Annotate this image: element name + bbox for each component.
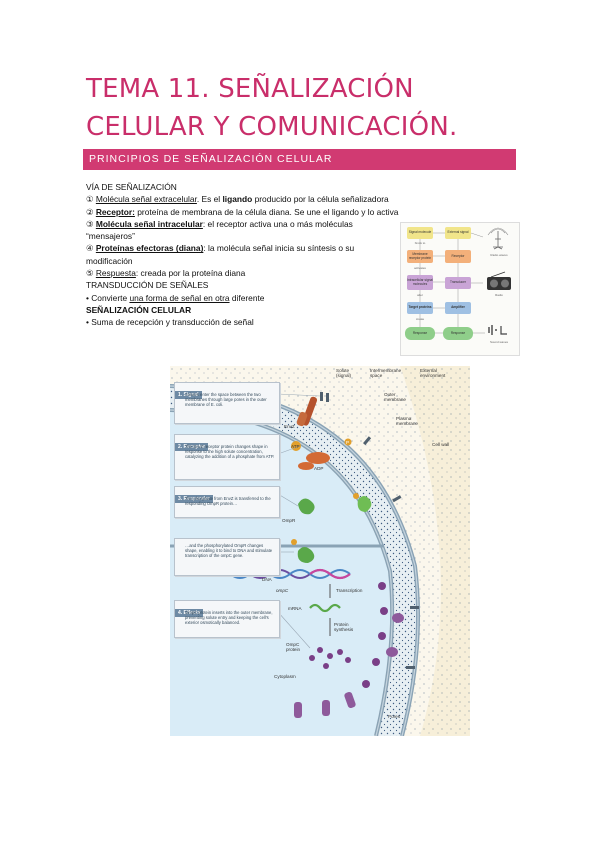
callout-receptor-text: The EnvZ receptor protein changes shape … [185,444,275,460]
radio-tower-icon [487,227,509,250]
item-1-rest: producido por la célula señalizadora [252,194,389,205]
item-4: ④ Proteínas efectoras (diana): la molécu… [86,242,396,254]
callout-responder-heading: 3. Responder [175,495,213,503]
label-pores: Pores [388,714,401,719]
flow-signal-molecule: Signal molecule [407,227,433,239]
ecoli-signaling-diagram: 1. Signal Solutes enter the space betwee… [170,366,470,736]
transduccion-heading: TRANSDUCCIÓN DE SEÑALES [86,280,209,291]
callout-transcription: …and the phosphorylated OmpR changes sha… [174,538,280,576]
item-4-number: ④ [86,243,94,254]
flow-amplifier: Amplifier [445,302,471,314]
callout-signal-text: Solutes enter the space between the two … [185,392,267,408]
radio-waves-label: Radio waves [490,253,508,257]
sound-waves-icon [488,325,507,335]
radio-label: Radio [495,293,503,297]
transduccion-bullet-underlined: una forma de señal en otra [129,292,230,303]
body-text: VÍA DE SEÑALIZACIÓN ① Molécula señal ext… [86,181,398,329]
section-header-text: PRINCIPIOS DE SEÑALIZACIÓN CELULAR [89,153,333,165]
flow-transducer: Transducer [445,277,471,289]
page-title: TEMA 11. SEÑALIZACIÓN CELULAR Y COMUNICA… [86,74,458,142]
label-outer-membrane: Outer membrane [384,392,406,402]
label-ompc-gene: ompC [276,588,289,593]
section-header-bar: PRINCIPIOS DE SEÑALIZACIÓN CELULAR [83,149,516,170]
label-ompr: OmpR [282,518,296,523]
item-4-term: Proteínas efectoras (diana) [95,243,204,254]
label-adp: ADP [314,466,324,471]
label-plasma-membrane: Plasma membrane [396,416,418,426]
transduccion-bullet-post: diferente [229,292,265,303]
callout-effects-text: OmpC protein inserts into the outer memb… [185,610,273,626]
item-5-rest: : creada por la proteína diana [135,268,246,279]
item-2-number: ② [86,206,94,217]
label-transcription: Transcription [336,588,363,593]
callout-effects: 4. Effects OmpC protein inserts into the… [174,600,280,638]
item-4-rest: : la molécula señal inicia su síntesis o… [203,243,355,254]
item-5-term: Respuesta [95,268,136,279]
label-phosphate: P [346,440,350,445]
item-3: ③ Molécula señal intracelular: el recept… [86,218,396,230]
flowchart-connectors [419,232,485,334]
item-2-rest: proteína de membrana de la célula diana.… [134,206,399,217]
flow-response-right: Response [443,327,473,340]
label-ompc-protein: OmpC protein [286,642,301,652]
callout-effects-heading: 4. Effects [175,609,204,617]
flow-receptor: Receptor [445,250,471,263]
item-1-mid: . Es el [196,194,223,205]
senalizacion-bullet: • Suma de recepción y transducción de se… [86,317,254,328]
item-1-number: ① [86,194,94,205]
label-intermembrane: Intermembrane space [370,368,402,378]
item-3-term: Molécula señal intracelular [95,218,203,229]
item-5-number: ⑤ [86,268,94,279]
senalizacion-heading: SEÑALIZACIÓN CELULAR [86,304,192,315]
callout-responder-text: The phosphate from EnvZ is transferred t… [185,496,271,507]
item-3-number: ③ [86,218,94,229]
item-4-continuation: modificación [86,255,133,266]
label-external-environment: External environment [420,368,446,378]
item-1-bold: ligando [222,194,253,205]
label-protein-synthesis: Protein synthesis [334,622,354,632]
item-1-term: Molécula señal extracelular [95,194,197,205]
item-2: ② Receptor: proteína de membrana de la c… [86,206,486,218]
flow-target-proteins: Target proteins [407,302,433,314]
via-heading: VÍA DE SEÑALIZACIÓN [86,182,177,192]
label-atp: ATP [291,444,300,449]
callout-receptor-heading: 2. Receptor [175,443,209,451]
item-2-term: Receptor: [95,206,135,217]
item-3-continuation: “mensajeros” [86,231,135,242]
label-cell-wall: Cell wall [432,442,450,447]
flow-external-signal: External signal [445,227,471,239]
flow-membrane-receptor: Membrane receptor protein [407,250,433,263]
label-dna: DNA [262,577,272,582]
label-envz: EnvZ [284,424,295,429]
flow-response-left: Response [405,327,435,340]
callout-receptor: 2. Receptor The EnvZ receptor protein ch… [174,434,280,480]
flow-intracellular-signal: Intracellular signal molecules [407,275,433,290]
callout-transcription-text: …and the phosphorylated OmpR changes sha… [185,543,273,559]
callout-signal-heading: 1. Signal [175,391,202,399]
callout-signal: 1. Signal Solutes enter the space betwee… [174,382,280,424]
transduccion-bullet: • Convierte una forma de señal en otra d… [86,292,396,304]
item-3-rest: : el receptor activa una o más moléculas [202,218,353,229]
signaling-flowchart-figure: Signal molecule binds to Membrane recept… [400,222,520,356]
label-solute: Solute (signal) [336,368,352,378]
callout-responder: 3. Responder The phosphate from EnvZ is … [174,486,280,518]
item-5: ⑤ Respuesta: creada por la proteína dian… [86,267,396,279]
sound-waves-label: Sound waves [489,340,508,344]
diagram-artwork [170,366,470,736]
radio-icon [487,271,511,290]
item-1: ① Molécula señal extracelular. Es el lig… [86,193,486,205]
label-mrna: mRNA [288,606,302,611]
label-cytoplasm: Cytoplasm [274,674,296,679]
transduccion-bullet-pre: • Convierte [86,292,130,303]
